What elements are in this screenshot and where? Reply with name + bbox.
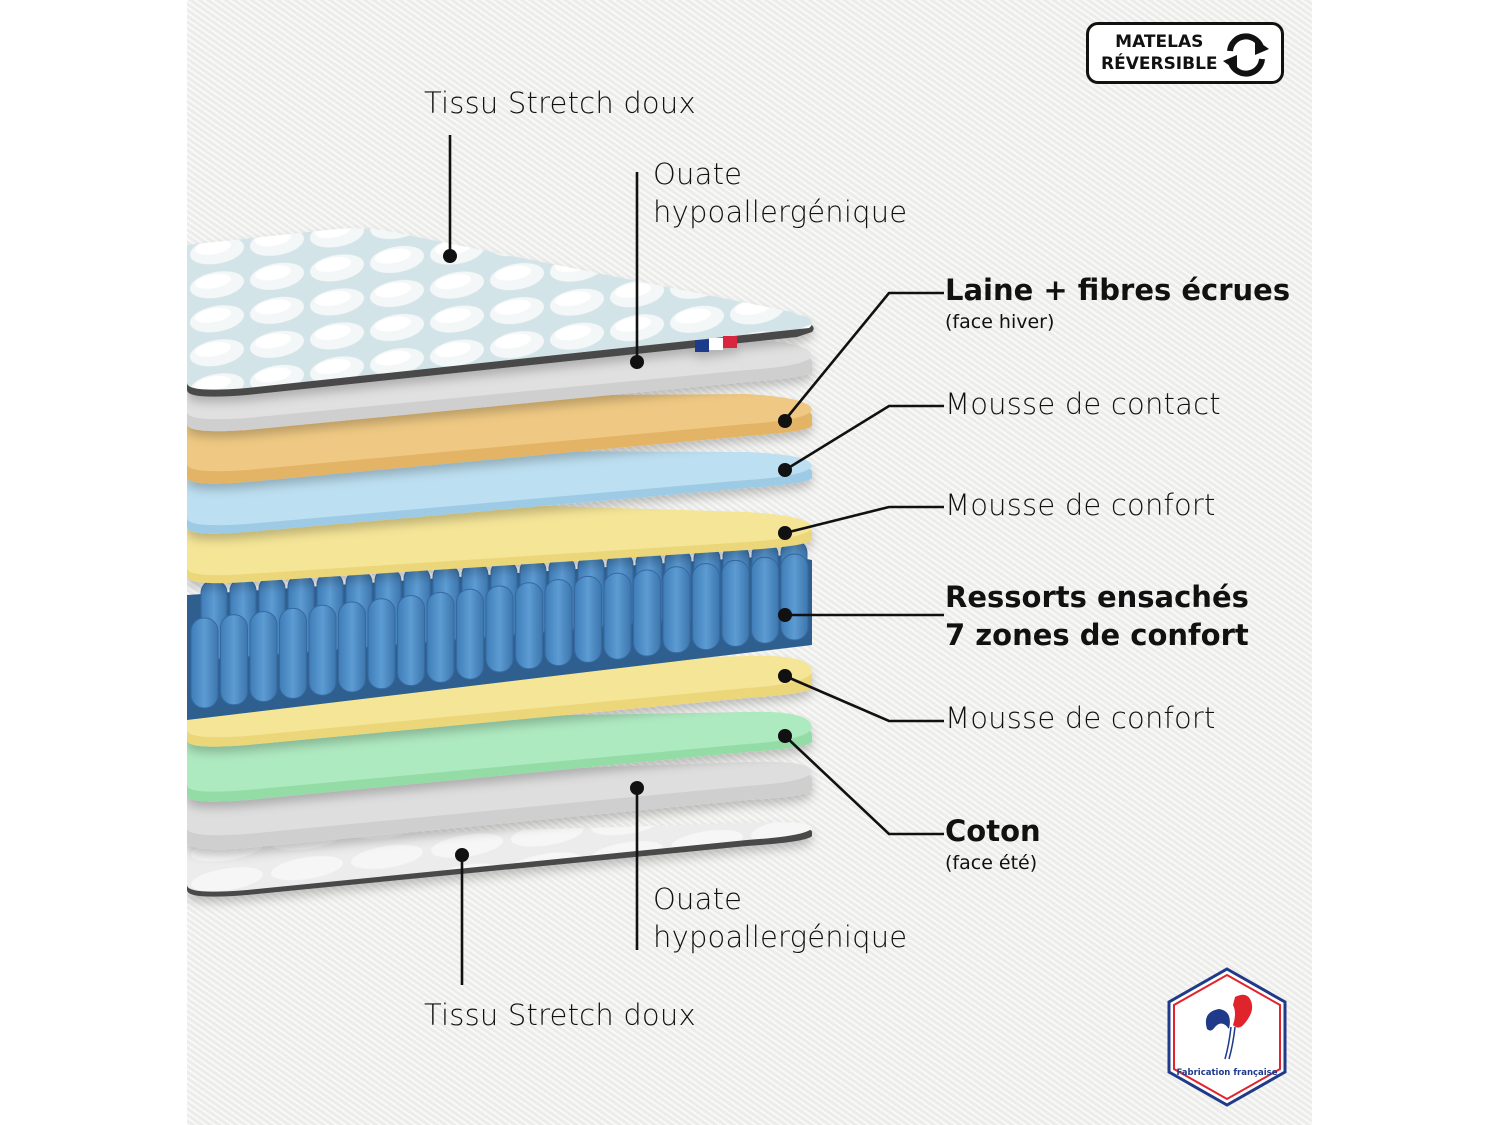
fabrication-francaise-badge: Fabrication française (1167, 967, 1287, 1107)
label-springs-line1: Ressorts ensachés (945, 580, 1249, 614)
reverse-arrows-icon (1223, 33, 1269, 77)
leader-lines (448, 135, 944, 985)
label-wool-title: Laine + fibres écrues (945, 273, 1291, 307)
layer-top-fabric (187, 228, 814, 397)
badge-line2: RÉVERSIBLE (1101, 54, 1218, 74)
fabrication-text: Fabrication française (1176, 1068, 1277, 1078)
label-wool-sub: (face hiver) (945, 311, 1055, 333)
label-bottom-fabric: Tissu Stretch doux (424, 998, 696, 1032)
label-top-wadding-line1: Ouate (653, 157, 743, 191)
diagram-canvas: Tissu Stretch doux Ouate hypoallergéniqu… (187, 0, 1312, 1125)
rooster-icon (1205, 994, 1253, 1060)
label-comfort-foam-bottom: Mousse de confort (945, 701, 1216, 735)
label-cotton-title: Coton (945, 814, 1041, 848)
label-cotton-sub: (face été) (945, 852, 1038, 874)
label-springs-line2: 7 zones de confort (945, 618, 1249, 652)
badge-line1: MATELAS (1115, 32, 1204, 52)
label-wool: Laine + fibres écrues (face hiver) (945, 273, 1290, 333)
label-springs: Ressorts ensachés 7 zones de confort (945, 578, 1249, 654)
layer-bottom-fabric (187, 822, 812, 897)
label-contact-foam: Mousse de contact (945, 387, 1221, 421)
label-bottom-wadding-line1: Ouate (653, 882, 743, 916)
french-flag-tag-icon (695, 336, 737, 352)
layer-pocket-springs (187, 539, 812, 720)
reversible-mattress-badge: MATELAS RÉVERSIBLE (1086, 22, 1284, 84)
leader-dots (443, 249, 792, 862)
mattress-layers-illustration (187, 135, 944, 985)
label-top-wadding-line2: hypoallergénique (653, 195, 908, 229)
label-top-wadding: Ouate hypoallergénique (653, 155, 907, 231)
label-comfort-foam-top: Mousse de confort (945, 488, 1216, 522)
label-cotton: Coton (face été) (945, 814, 1041, 874)
badge-text: MATELAS RÉVERSIBLE (1101, 31, 1218, 75)
label-top-fabric: Tissu Stretch doux (424, 86, 696, 120)
label-bottom-wadding: Ouate hypoallergénique (653, 880, 907, 956)
label-bottom-wadding-line2: hypoallergénique (653, 920, 908, 954)
